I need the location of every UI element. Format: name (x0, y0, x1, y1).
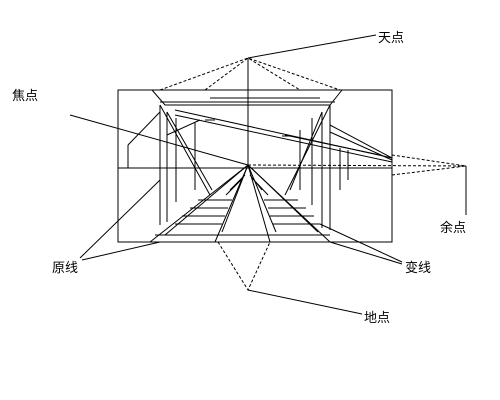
construction-lines (69, 34, 467, 315)
label-sky-point: 天点 (378, 31, 404, 46)
original-pointer-line-1 (79, 179, 161, 259)
label-focal-point: 焦点 (12, 89, 38, 104)
ground-pointer-line (247, 289, 363, 315)
changing-pointer-line-1 (319, 223, 403, 263)
sky-pointer-line (247, 34, 377, 59)
label-ground-point: 地点 (364, 311, 390, 326)
label-changing-lines: 变线 (405, 260, 431, 276)
bridge-drawing (127, 89, 393, 243)
label-remaining-point: 余点 (440, 220, 466, 236)
picture-frame (117, 89, 393, 243)
original-pointer-line-2 (81, 241, 161, 261)
focal-pointer-line (69, 114, 249, 166)
label-original-lines: 原线 (52, 261, 78, 276)
changing-pointer-line-2 (329, 241, 403, 265)
